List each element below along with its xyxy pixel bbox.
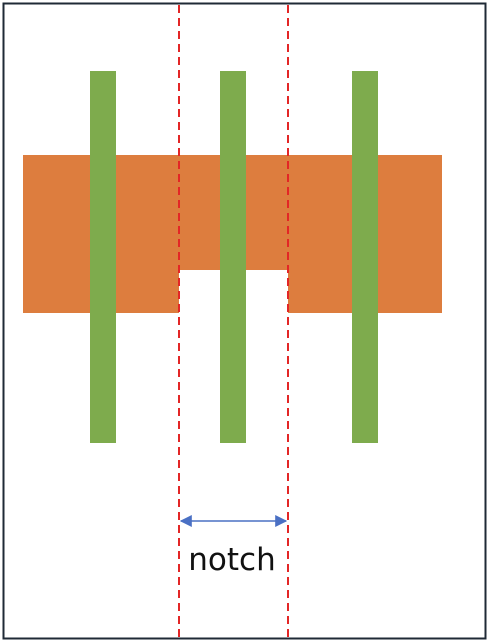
gate-stripe-right [352, 71, 378, 443]
gate-stripe-left [90, 71, 116, 443]
gate-stripe-middle [220, 71, 246, 443]
notch-label: notch [188, 542, 275, 578]
